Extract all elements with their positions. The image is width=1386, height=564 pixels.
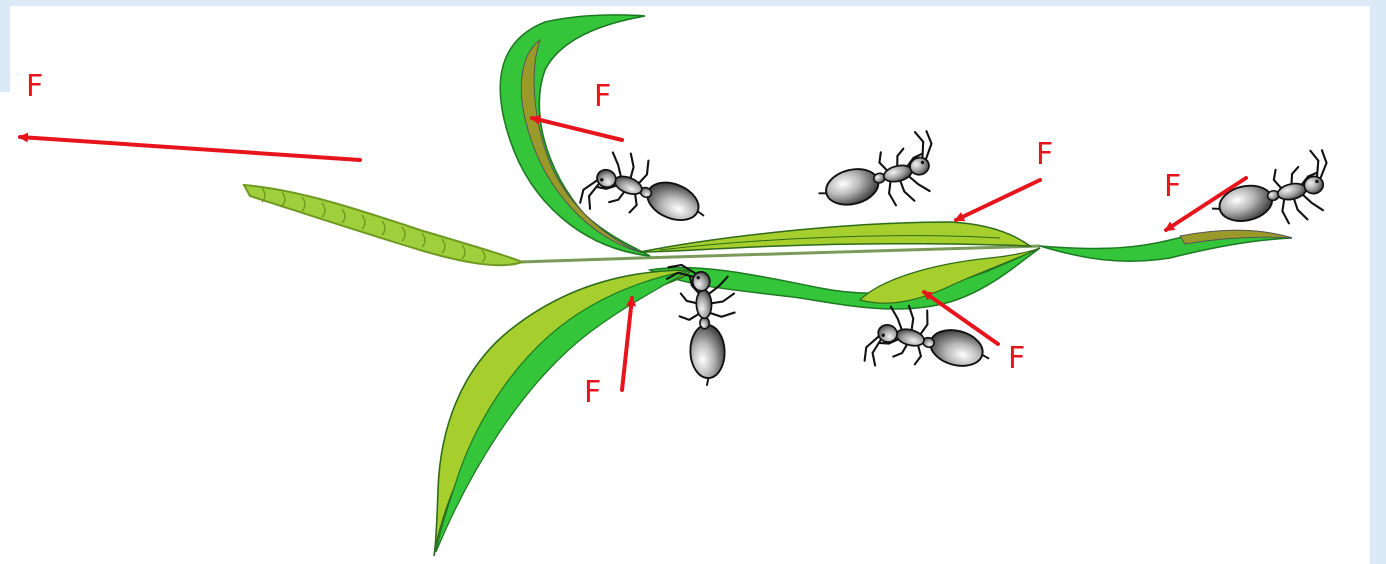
force-label: F xyxy=(584,375,601,410)
force-label: F xyxy=(1008,341,1025,376)
ant-icon xyxy=(862,298,997,394)
right-frame-band xyxy=(1370,0,1386,564)
top-frame-band xyxy=(0,0,1386,6)
force-arrow-icon xyxy=(622,298,632,390)
upper-curled-leaf xyxy=(500,15,650,256)
plant xyxy=(244,15,1292,556)
ant-icon xyxy=(810,129,944,223)
force-arrow-icon xyxy=(20,137,360,160)
force-label: F xyxy=(594,79,611,114)
plant-stem xyxy=(520,246,1040,262)
grain-ear-icon xyxy=(244,185,522,265)
left-frame-band xyxy=(0,0,10,92)
force-arrow-icon xyxy=(532,118,622,140)
ants xyxy=(578,129,1337,394)
force-arrow-icon xyxy=(956,180,1040,220)
lower-long-leaf xyxy=(434,270,690,556)
force-label: F xyxy=(1036,137,1053,172)
force-label: F xyxy=(26,69,43,104)
right-leaf xyxy=(1040,230,1292,261)
force-label: F xyxy=(1164,169,1181,204)
